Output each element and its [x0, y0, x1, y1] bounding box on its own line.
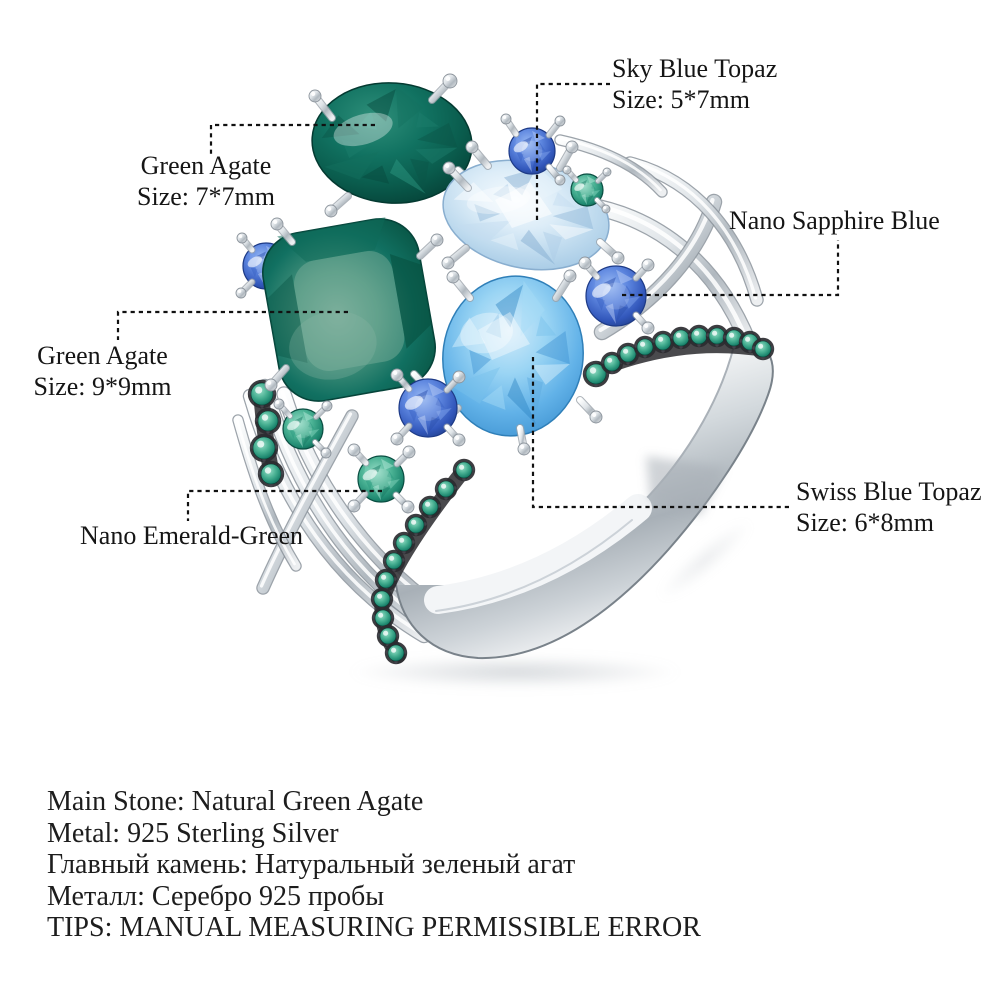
annotation-size: Size: 6*8mm	[796, 508, 934, 537]
annotation-title: Nano Emerald-Green	[80, 521, 304, 550]
silver-band	[232, 134, 774, 660]
annotation-size: Size: 9*9mm	[33, 372, 172, 401]
stone-swiss-blue-topaz	[442, 275, 584, 437]
emerald-pave-rows	[247, 324, 775, 665]
annotation-green-agate-small: Green Agate Size: 7*7mm	[120, 151, 292, 212]
annotation-title: Green Agate	[37, 341, 168, 370]
annotation-nano-emerald-green: Nano Emerald-Green	[80, 521, 303, 551]
spec-line: TIPS: MANUAL MEASURING PERMISSIBLE ERROR	[47, 912, 701, 943]
spec-line: Главный камень: Натуральный зеленый агат	[47, 849, 576, 880]
ring-shadow	[350, 520, 752, 688]
spec-line: Металл: Серебро 925 пробы	[47, 880, 385, 912]
gemstones	[235, 73, 655, 514]
annotation-title: Swiss Blue Topaz	[796, 477, 982, 506]
annotation-sky-blue-topaz: Sky Blue Topaz Size: 5*7mm	[612, 54, 777, 115]
spec-line: Metal: 925 Sterling Silver	[47, 817, 339, 849]
annotation-size: Size: 5*7mm	[612, 85, 750, 114]
annotation-size: Size: 7*7mm	[137, 182, 275, 211]
stone-nano-sapphire-top	[508, 127, 556, 175]
stone-green-agate-cushion	[261, 217, 437, 402]
stone-nano-emerald-center	[357, 455, 405, 503]
annotation-title: Green Agate	[140, 151, 272, 180]
sparkle	[478, 312, 530, 360]
product-specs: Main Stone: Natural Green Agate Metal: 9…	[47, 786, 701, 944]
leader-lines	[116, 82, 840, 521]
annotation-title: Nano Sapphire Blue	[729, 206, 940, 235]
annotation-swiss-blue-topaz: Swiss Blue Topaz Size: 6*8mm	[796, 477, 981, 538]
stone-nano-sapphire-right	[585, 265, 647, 327]
annotation-nano-sapphire-blue: Nano Sapphire Blue	[729, 206, 940, 236]
stone-nano-sapphire-mid	[398, 378, 458, 438]
annotation-title: Sky Blue Topaz	[612, 54, 778, 83]
spec-line: Main Stone: Natural Green Agate	[47, 786, 424, 817]
stone-green-agate-oval	[311, 82, 473, 204]
annotation-green-agate-large: Green Agate Size: 9*9mm	[15, 341, 190, 402]
stone-nano-emerald-left	[282, 408, 324, 450]
